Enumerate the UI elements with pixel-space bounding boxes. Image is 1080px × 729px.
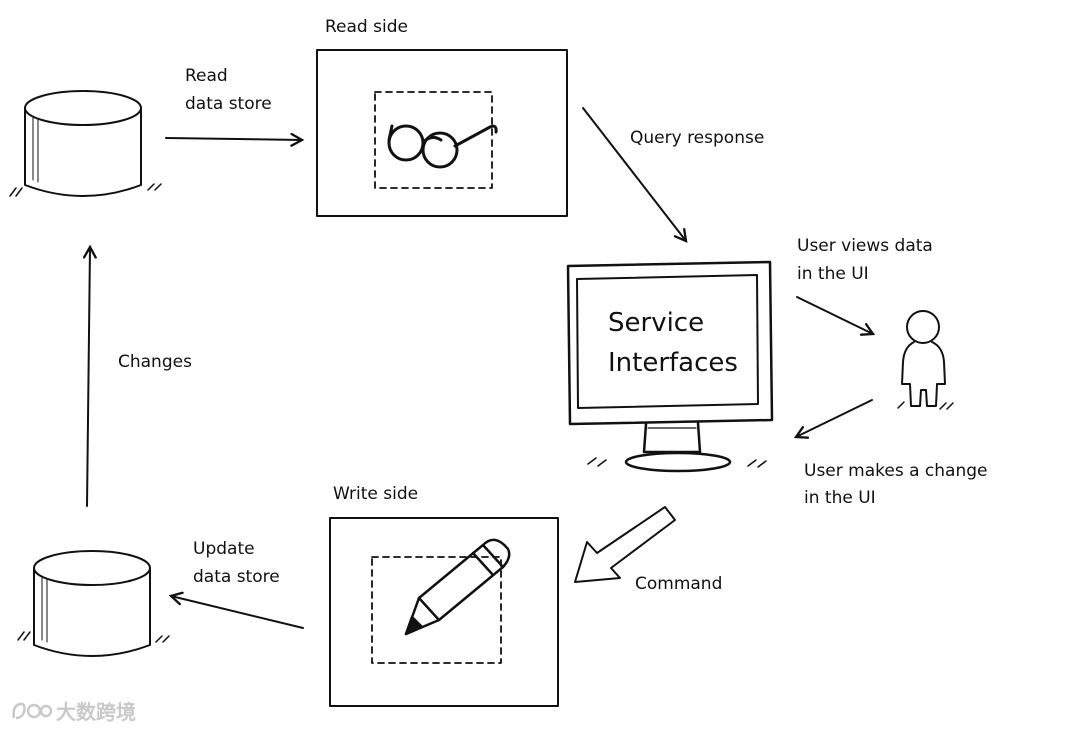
label-update-data-store-2: data store [193, 567, 280, 587]
label-read-data-store-2: data store [185, 94, 272, 114]
arrow-read-data-store [166, 138, 302, 140]
label-read-data-store-1: Read [185, 66, 228, 86]
arrow-changes [87, 247, 90, 506]
write-side-title: Write side [333, 484, 418, 504]
label-query-response: Query response [630, 128, 764, 148]
arrow-user-changes [796, 400, 872, 437]
read-side-title: Read side [325, 17, 408, 37]
label-user-views-2: in the UI [797, 264, 869, 284]
service-monitor: Service Interfaces [568, 262, 772, 471]
pencil-icon [406, 540, 509, 634]
glasses-icon [389, 126, 496, 167]
read-database-icon [10, 91, 161, 196]
arrow-update-data-store [171, 596, 303, 628]
watermark-logo-icon [10, 700, 52, 722]
label-user-views-1: User views data [797, 236, 933, 256]
person-icon [898, 311, 953, 409]
label-update-data-store-1: Update [193, 539, 255, 559]
label-user-changes-2: in the UI [804, 488, 876, 508]
label-changes: Changes [118, 352, 192, 372]
service-title-line1: Service [608, 308, 704, 338]
write-side-box: Write side [330, 484, 558, 706]
label-user-changes-1: User makes a change [804, 461, 987, 481]
arrow-user-views [797, 297, 873, 334]
arrow-command [575, 507, 675, 582]
write-database-icon [18, 551, 169, 656]
watermark-text: 大数跨境 [56, 696, 136, 725]
service-title-line2: Interfaces [608, 348, 738, 378]
watermark: 大数跨境 [10, 696, 136, 725]
read-side-box: Read side [317, 17, 567, 216]
label-command: Command [635, 574, 722, 594]
